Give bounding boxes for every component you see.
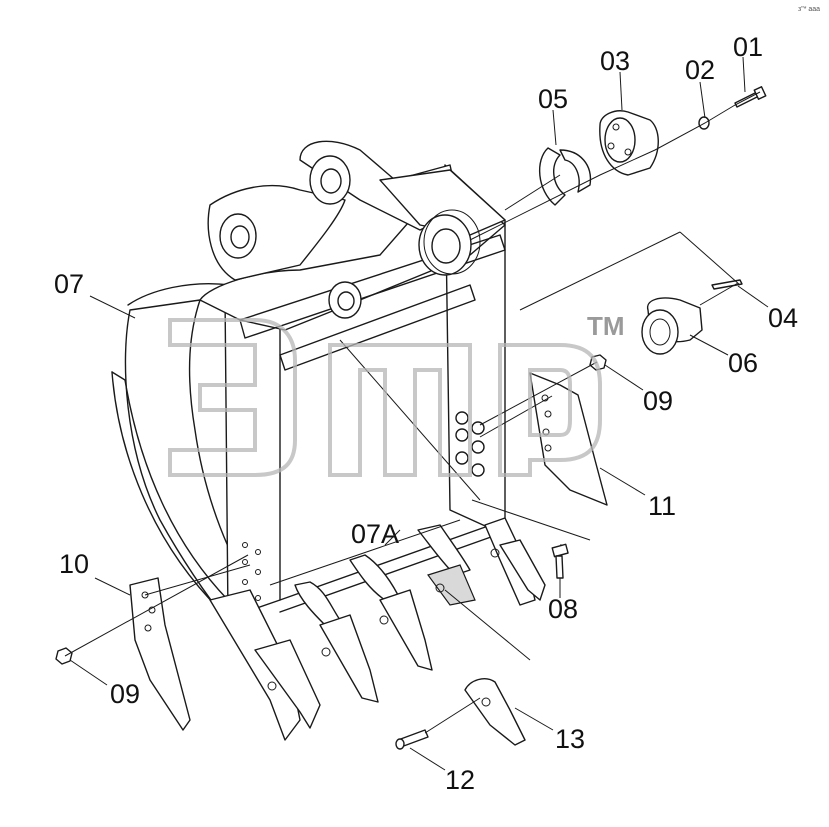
trademark-mark: TM xyxy=(587,311,625,341)
callout-06: 06 xyxy=(728,348,758,378)
callout-labels: 01 02 03 04 05 06 07 07A 08 09 09 10 11 … xyxy=(54,32,798,795)
callout-03: 03 xyxy=(600,46,630,76)
side-cutter-11 xyxy=(529,372,608,506)
side-plate-holes-left xyxy=(242,542,261,601)
hub-03 xyxy=(599,110,659,176)
callout-01: 01 xyxy=(733,32,763,62)
callout-11: 11 xyxy=(648,491,676,521)
callout-13: 13 xyxy=(555,724,585,754)
callout-08: 08 xyxy=(548,594,578,624)
tooth-tip-13 xyxy=(464,678,526,746)
callout-07a: 07A xyxy=(351,519,399,549)
callout-07: 07 xyxy=(54,269,84,299)
bucket-teeth xyxy=(209,517,546,741)
callout-02: 02 xyxy=(685,55,715,85)
callout-09-upper: 09 xyxy=(643,386,673,416)
callout-10: 10 xyxy=(59,549,89,579)
callout-leaders xyxy=(69,56,769,771)
pin-12 xyxy=(395,729,429,750)
callout-04: 04 xyxy=(768,303,798,333)
bolt-08 xyxy=(551,543,569,579)
side-cutter-10 xyxy=(129,577,191,731)
corner-note: з"* ааа xyxy=(798,6,820,13)
shim-05 xyxy=(538,147,592,206)
callout-12: 12 xyxy=(445,765,475,795)
callout-05: 05 xyxy=(538,84,568,114)
watermark-logo: TM xyxy=(168,311,625,477)
nut-09-lower xyxy=(55,647,73,665)
pin-04 xyxy=(711,279,743,290)
callout-09-lower: 09 xyxy=(110,679,140,709)
pin-06 xyxy=(641,297,703,355)
